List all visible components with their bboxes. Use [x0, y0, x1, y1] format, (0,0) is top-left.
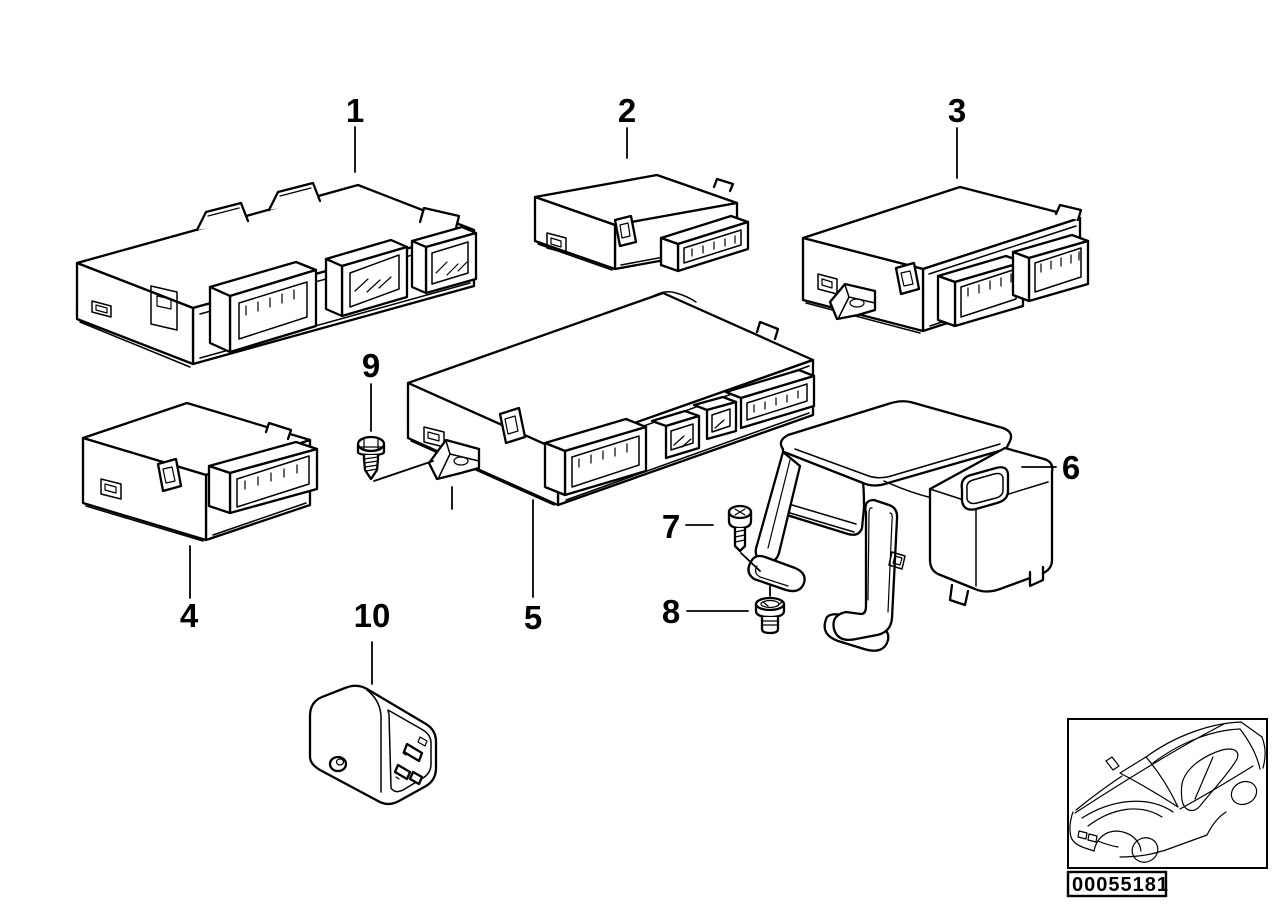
callout-1: 1 — [346, 92, 364, 173]
callout-10: 10 — [354, 597, 391, 685]
part-4-control-module-drawing — [81, 401, 319, 542]
part-1-control-module-drawing — [75, 181, 478, 368]
callout-3: 3 — [948, 92, 966, 179]
callout-10-label[interactable]: 10 — [354, 597, 391, 634]
callout-6: 6 — [1021, 449, 1080, 486]
callout-8: 8 — [662, 593, 749, 630]
callout-5-label[interactable]: 5 — [524, 599, 542, 636]
callout-9: 9 — [362, 347, 380, 432]
callout-8-label[interactable]: 8 — [662, 593, 680, 630]
callout-1-label[interactable]: 1 — [346, 92, 364, 129]
callout-2-label[interactable]: 2 — [618, 92, 636, 129]
image-number-frame — [1066, 870, 1168, 898]
image-number: 00055181 — [1072, 874, 1169, 896]
part-6-relay-box-drawing — [747, 400, 1054, 652]
callout-2: 2 — [618, 92, 636, 159]
callout-6-label[interactable]: 6 — [1062, 449, 1080, 486]
part-3-control-module-drawing — [801, 185, 1090, 334]
callout-3-label[interactable]: 3 — [948, 92, 966, 129]
part-8-grommet-drawing — [754, 585, 786, 635]
part-10-relay-drawing — [308, 684, 438, 806]
callout-4-label[interactable]: 4 — [180, 597, 199, 634]
part-7-screw-drawing — [727, 504, 761, 572]
car-thumbnail — [1067, 718, 1268, 869]
callout-4: 4 — [180, 545, 199, 634]
part-2-control-module-drawing — [533, 173, 750, 273]
callout-7-label[interactable]: 7 — [662, 508, 680, 545]
part-5-control-module-drawing — [406, 291, 816, 510]
callout-7: 7 — [662, 508, 714, 545]
part-9-screw-drawing — [356, 435, 434, 482]
callout-5: 5 — [524, 499, 542, 636]
bmw-coupe-outline-icon — [1069, 721, 1266, 863]
callout-9-label[interactable]: 9 — [362, 347, 380, 384]
image-number-box: 00055181 — [1066, 870, 1169, 898]
